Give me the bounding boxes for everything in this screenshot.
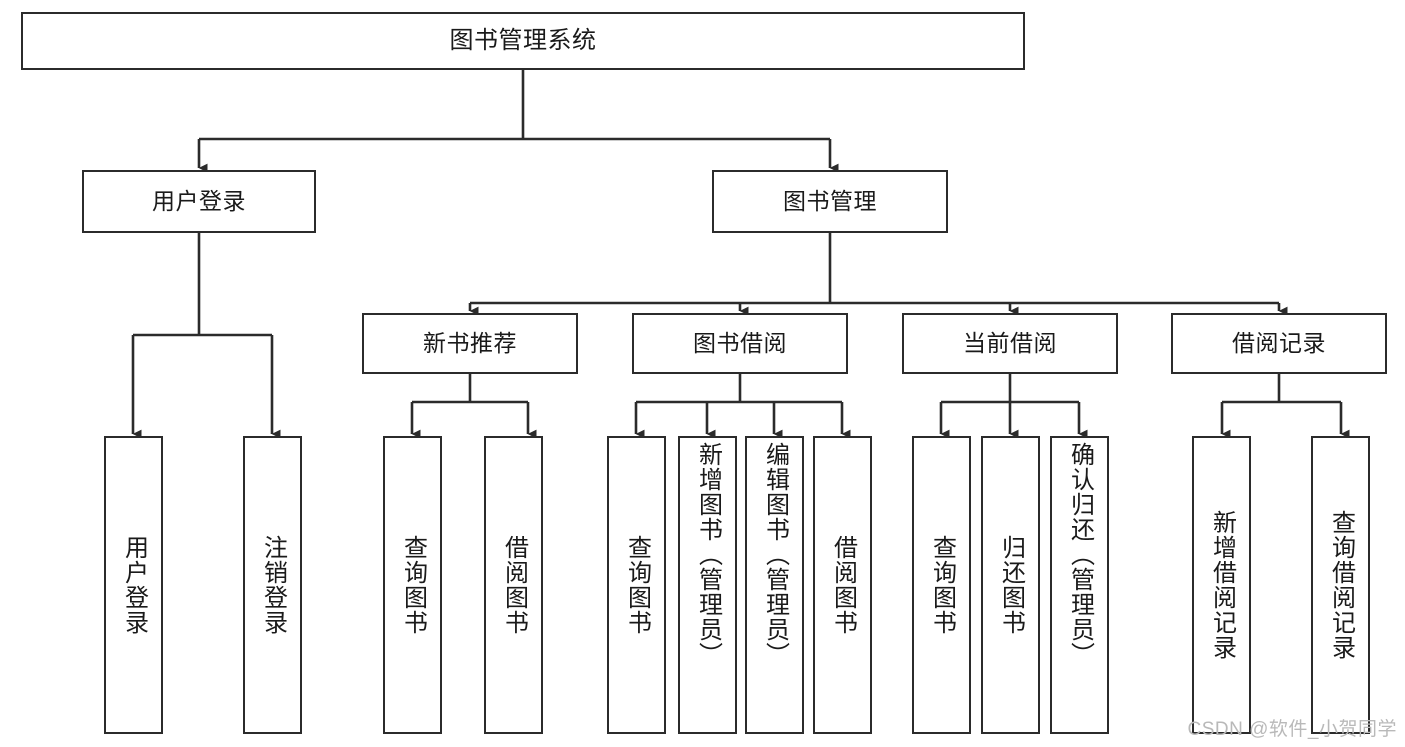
leaf-current-borrow-query-book[interactable]: 查询图书 (912, 436, 971, 734)
leaf-user-login-login[interactable]: 用户登录 (104, 436, 163, 734)
node-label: 借阅记录 (1232, 329, 1326, 356)
leaf-borrow-record-add-record[interactable]: 新增借阅记录 (1192, 436, 1251, 734)
node-label: 图书管理系统 (449, 26, 597, 54)
leaf-new-book-borrow-book[interactable]: 借阅图书 (484, 436, 543, 734)
node-label: 当前借阅 (963, 329, 1057, 356)
node-label: 图书借阅 (693, 329, 787, 356)
leaf-current-borrow-return-book[interactable]: 归还图书 (981, 436, 1040, 734)
node-label: 查询图书 (623, 535, 651, 635)
node-label: 新增图书（管理员） (694, 442, 722, 667)
leaf-book-borrow-borrow-book[interactable]: 借阅图书 (813, 436, 872, 734)
leaf-current-borrow-confirm-return-admin[interactable]: 确认归还（管理员） (1050, 436, 1109, 734)
node-book-borrow[interactable]: 图书借阅 (632, 313, 848, 374)
leaf-book-borrow-query-book[interactable]: 查询图书 (607, 436, 666, 734)
node-label: 编辑图书（管理员） (761, 442, 789, 667)
leaf-user-login-logout[interactable]: 注销登录 (243, 436, 302, 734)
node-label: 新增借阅记录 (1208, 510, 1236, 660)
node-label: 查询图书 (399, 535, 427, 635)
node-label: 归还图书 (997, 535, 1025, 635)
node-book-management[interactable]: 图书管理 (712, 170, 948, 233)
node-label: 查询借阅记录 (1327, 510, 1355, 660)
node-label: 图书管理 (783, 187, 877, 214)
node-label: 用户登录 (152, 187, 246, 214)
node-label: 查询图书 (928, 535, 956, 635)
node-new-book-recommend[interactable]: 新书推荐 (362, 313, 578, 374)
leaf-book-borrow-add-book-admin[interactable]: 新增图书（管理员） (678, 436, 737, 734)
node-borrow-record[interactable]: 借阅记录 (1171, 313, 1387, 374)
node-user-login[interactable]: 用户登录 (82, 170, 316, 233)
leaf-borrow-record-query-record[interactable]: 查询借阅记录 (1311, 436, 1370, 734)
node-root-book-management-system[interactable]: 图书管理系统 (21, 12, 1025, 70)
node-label: 注销登录 (259, 535, 287, 635)
node-label: 用户登录 (120, 535, 148, 635)
leaf-new-book-query-book[interactable]: 查询图书 (383, 436, 442, 734)
leaf-book-borrow-edit-book-admin[interactable]: 编辑图书（管理员） (745, 436, 804, 734)
node-label: 新书推荐 (423, 329, 517, 356)
node-label: 借阅图书 (500, 535, 528, 635)
node-label: 借阅图书 (829, 535, 857, 635)
node-label: 确认归还（管理员） (1066, 442, 1094, 667)
node-current-borrow[interactable]: 当前借阅 (902, 313, 1118, 374)
